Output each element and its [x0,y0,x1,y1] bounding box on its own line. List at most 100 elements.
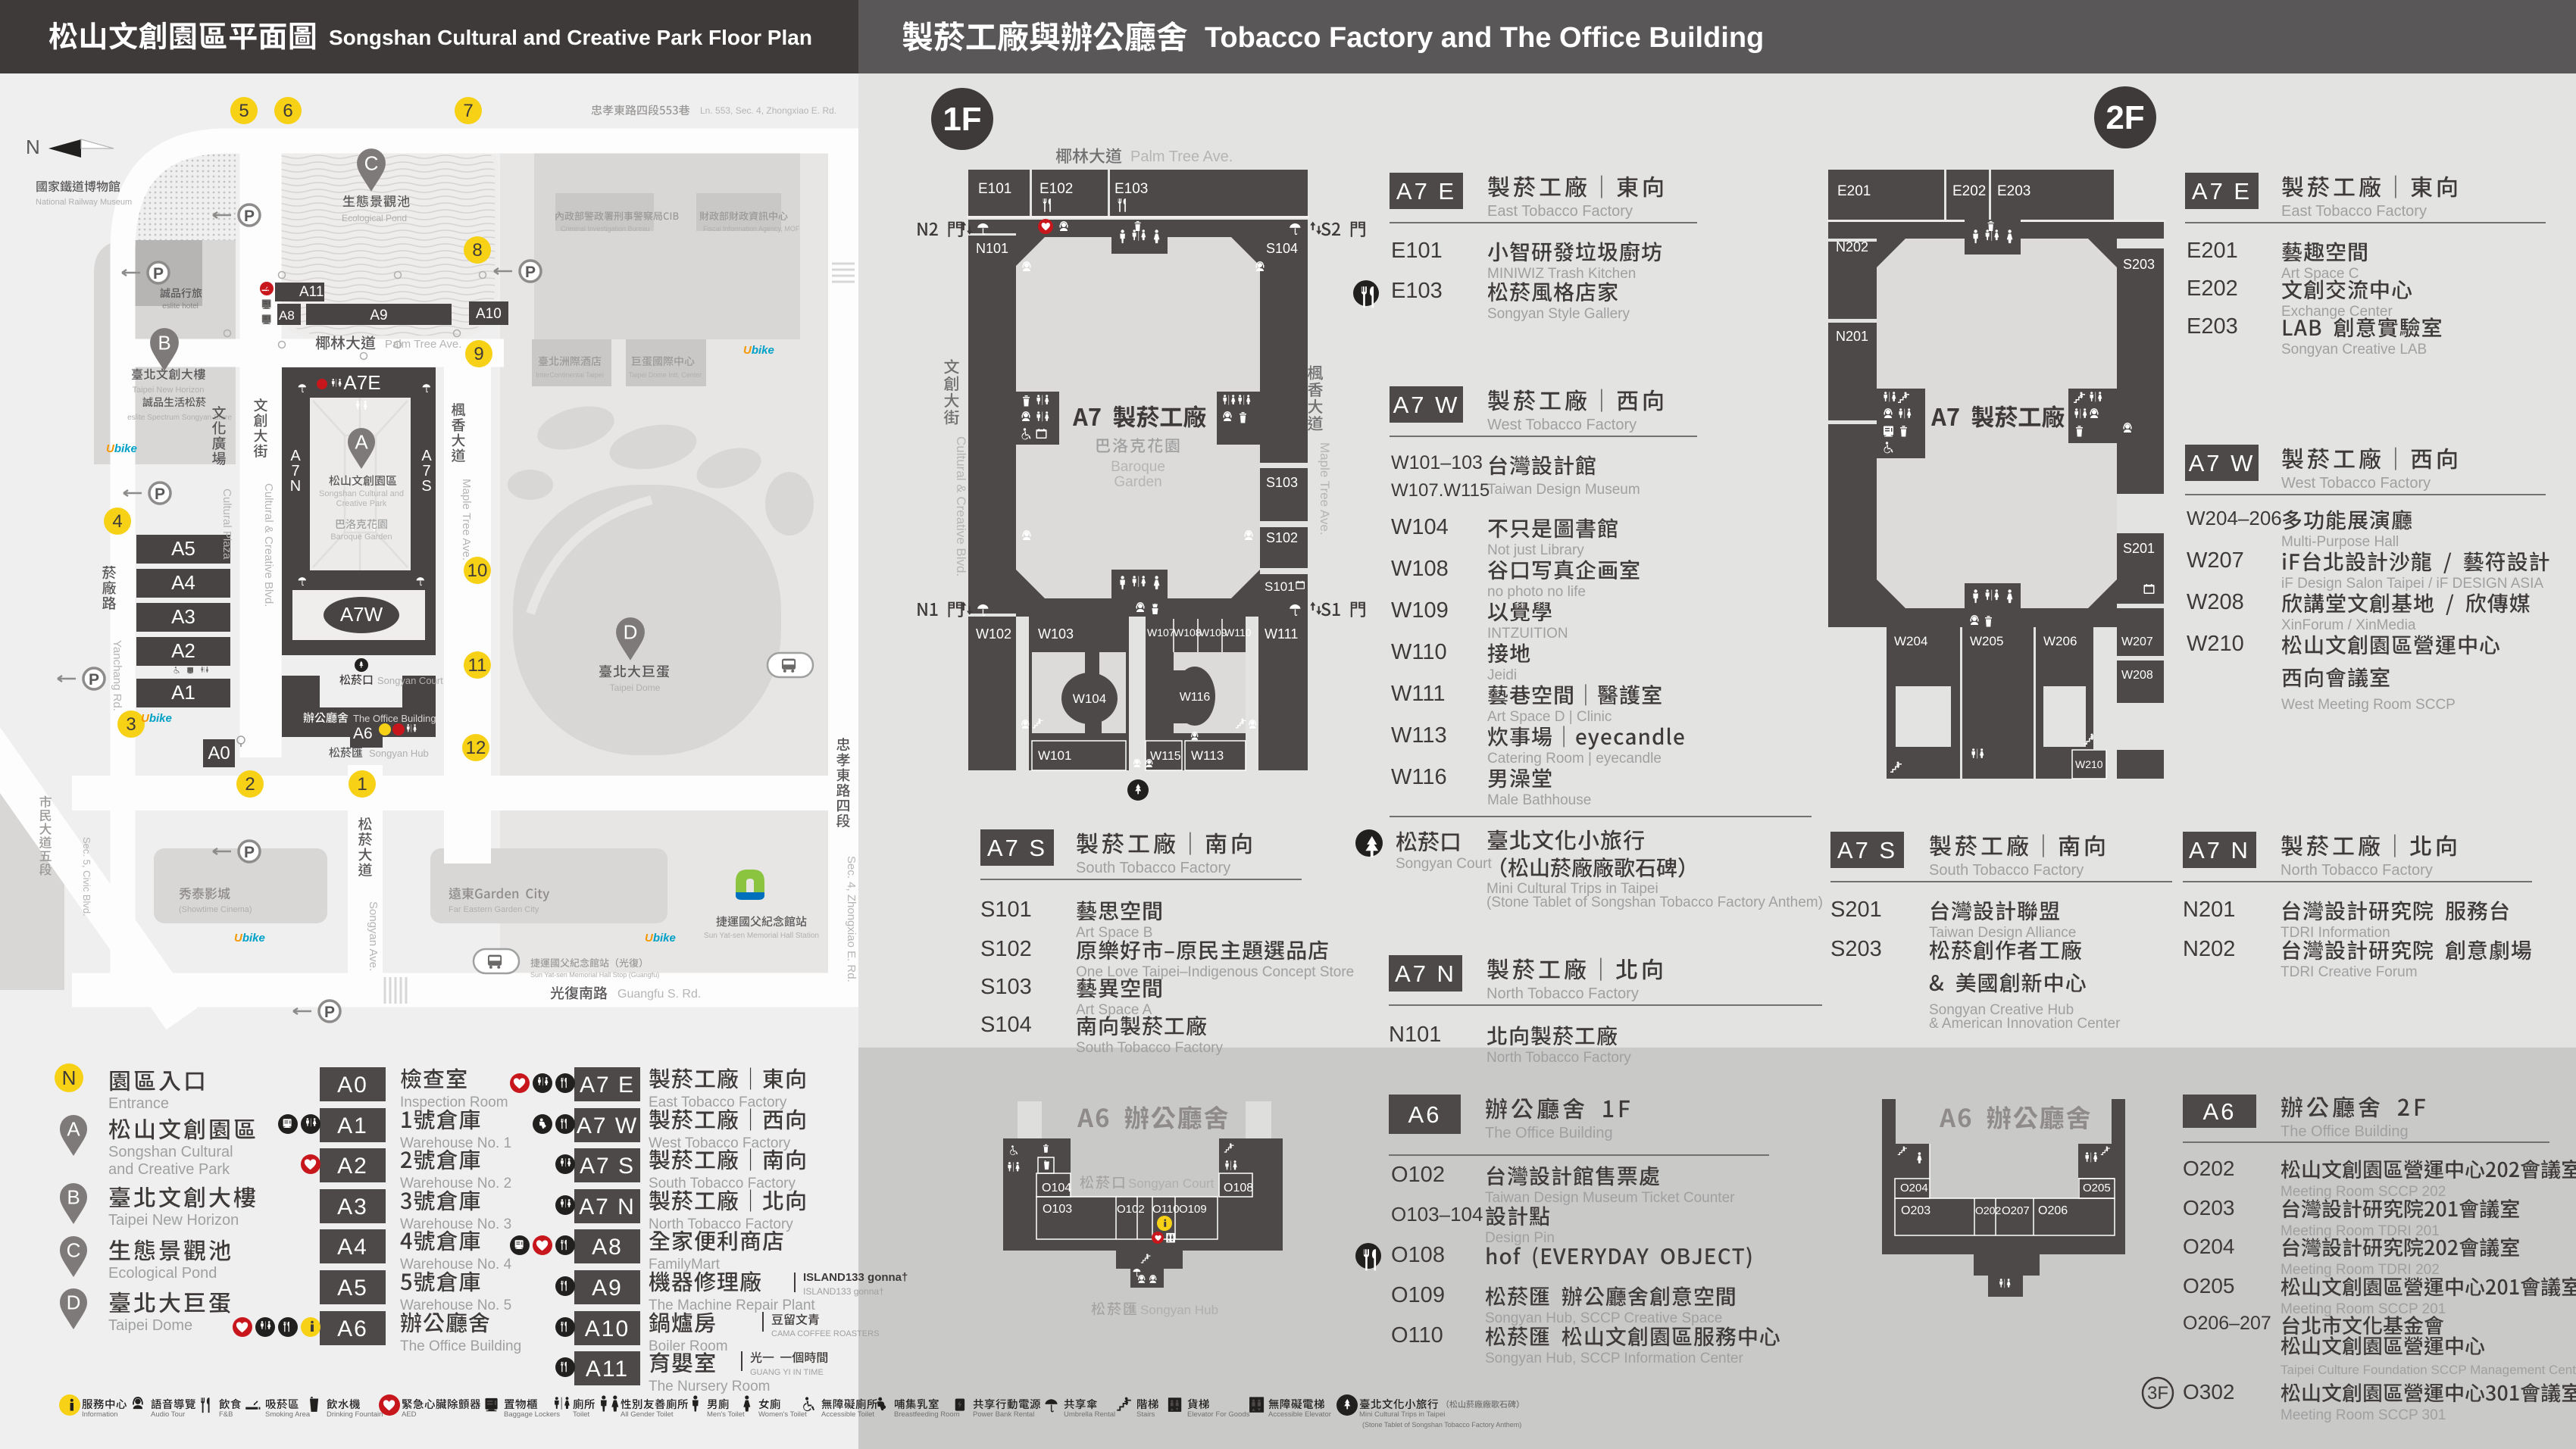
svg-text:Far Eastern Garden City: Far Eastern Garden City [449,905,539,914]
svg-text:Criminal Investigation Bureau: Criminal Investigation Bureau [561,225,650,233]
svg-text:Palm Tree Ave.: Palm Tree Ave. [385,338,461,351]
svg-text:Baroque: Baroque [1111,459,1165,475]
svg-text:W104: W104 [1073,692,1106,706]
svg-text:A11: A11 [299,284,324,300]
svg-text:11: 11 [468,655,487,676]
svg-text:N202: N202 [1836,239,1868,255]
svg-text:W116: W116 [1180,691,1211,704]
svg-text:E102: E102 [1039,181,1073,197]
svg-text:W208: W208 [2121,669,2153,682]
svg-text:Yanchang Rd.: Yanchang Rd. [111,640,123,711]
svg-text:National Railway Museum: National Railway Museum [36,198,132,207]
svg-text:Cultural & Creative Blvd.: Cultural & Creative Blvd. [954,436,968,576]
svg-text:Ubike: Ubike [234,932,265,945]
svg-text:O102: O102 [1117,1203,1145,1216]
svg-text:S102: S102 [1266,530,1298,545]
svg-text:D: D [67,1291,81,1313]
svg-text:Taipei Dome Intl. Center: Taipei Dome Intl. Center [629,371,702,379]
svg-text:D: D [624,620,638,643]
svg-text:7: 7 [291,463,299,479]
svg-text:W109: W109 [1199,626,1227,639]
svg-text:Ubike: Ubike [141,712,172,725]
svg-text:Garden: Garden [1114,474,1161,490]
svg-text:N101: N101 [976,241,1008,256]
svg-text:S101: S101 [1265,579,1295,594]
svg-text:W107: W107 [1147,626,1175,639]
svg-text:Taipei New Horizon: Taipei New Horizon [133,386,205,395]
svg-text:E103: E103 [1114,181,1148,197]
svg-text:Cultural Plaza: Cultural Plaza [220,489,233,560]
svg-text:P: P [155,486,165,503]
svg-text:C: C [364,151,379,174]
svg-text:E101: E101 [978,181,1011,197]
svg-text:4: 4 [112,511,122,532]
svg-text:12: 12 [466,738,486,758]
svg-text:O202: O202 [1975,1204,2001,1216]
svg-text:A: A [67,1117,80,1140]
svg-text:W210: W210 [2075,758,2103,770]
svg-text:O207: O207 [2002,1204,2030,1217]
svg-text:W207: W207 [2121,635,2153,648]
svg-text:B: B [158,331,170,354]
svg-text:W108: W108 [1174,626,1202,639]
svg-text:S: S [421,478,431,495]
svg-text:Ecological Pond: Ecological Pond [342,213,407,223]
svg-text:A: A [290,448,301,464]
svg-text:O108: O108 [1224,1182,1253,1194]
svg-text:E202: E202 [1952,183,1986,199]
svg-text:W206: W206 [2043,634,2077,648]
svg-text:The Office Building: The Office Building [353,713,436,724]
svg-text:N: N [26,136,40,158]
svg-text:10: 10 [467,561,488,581]
svg-text:N201: N201 [1836,329,1868,344]
svg-text:N: N [290,478,301,495]
svg-text:9: 9 [474,344,483,364]
svg-text:W204: W204 [1894,634,1927,648]
svg-text:Fiscal Information Agency, MOF: Fiscal Information Agency, MOF [703,225,800,233]
svg-text:6: 6 [283,101,292,121]
svg-text:(Showtime Cinema): (Showtime Cinema) [179,905,252,914]
svg-text:3: 3 [126,714,136,735]
svg-text:Songyan Court: Songyan Court [1128,1176,1215,1191]
svg-text:Songshan Cultural and: Songshan Cultural and [319,489,404,498]
svg-text:1F: 1F [943,101,981,138]
svg-text:P: P [525,264,536,281]
svg-text:Songyan Ave.: Songyan Ave. [367,901,380,971]
svg-text:P: P [324,1004,335,1021]
svg-text:A7E: A7E [343,371,380,394]
svg-text:Creative Park: Creative Park [336,499,387,508]
svg-text:A0: A0 [208,743,230,764]
svg-text:eslite Spectrum Songyan Store: eslite Spectrum Songyan Store [127,414,232,422]
svg-text:O110: O110 [1152,1203,1180,1216]
svg-text:Ubike: Ubike [645,932,676,945]
svg-text:A1: A1 [171,681,195,704]
svg-text:O205: O205 [2083,1182,2111,1194]
svg-text:Baroque Garden: Baroque Garden [330,532,392,542]
svg-text:7: 7 [463,101,473,121]
svg-text:A10: A10 [476,306,502,322]
svg-text:B: B [67,1185,80,1208]
svg-text:Ubike: Ubike [743,344,774,357]
svg-text:W103: W103 [1038,626,1074,642]
svg-text:Palm Tree Ave.: Palm Tree Ave. [1130,148,1233,165]
svg-text:P: P [89,671,99,689]
svg-text:Ln. 553, Sec. 4, Zhongxiao E.: Ln. 553, Sec. 4, Zhongxiao E. Rd. [700,105,836,116]
svg-text:A6: A6 [353,725,373,742]
svg-text:E203: E203 [1997,183,2030,199]
svg-text:A: A [421,448,432,464]
svg-text:P: P [244,208,255,225]
svg-text:W110: W110 [1224,626,1252,639]
svg-text:Sun Yat-sen Memorial Hall Stat: Sun Yat-sen Memorial Hall Station [704,932,819,940]
svg-text:O109: O109 [1179,1203,1207,1216]
svg-text:3F: 3F [2147,1383,2168,1404]
svg-text:Sec. 4, Zhongxiao E. Rd.: Sec. 4, Zhongxiao E. Rd. [845,856,858,982]
svg-text:1: 1 [357,774,367,795]
svg-text:A8: A8 [279,308,295,323]
svg-text:5: 5 [239,101,249,121]
svg-text:Sun Yat-sen Memorial Hall Stop: Sun Yat-sen Memorial Hall Stop (Guangfu) [530,971,659,979]
svg-text:A4: A4 [171,571,195,594]
svg-text:2: 2 [245,774,255,795]
svg-text:W205: W205 [1970,634,2003,648]
svg-text:Cultural & Creative Blvd.: Cultural & Creative Blvd. [262,483,275,607]
svg-text:eslite hotel: eslite hotel [162,302,199,311]
